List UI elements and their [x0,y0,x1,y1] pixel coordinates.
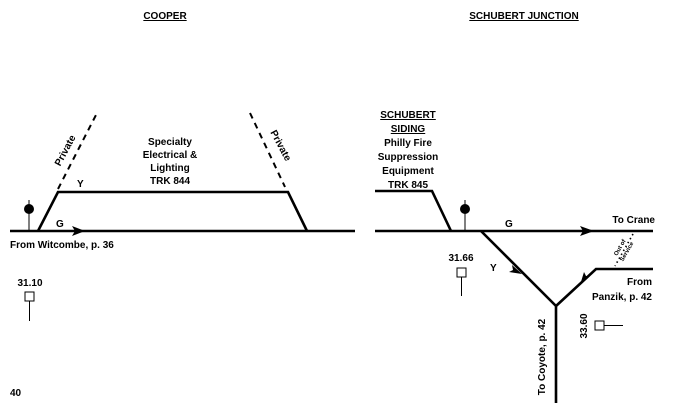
svg-text:Philly Fire: Philly Fire [384,138,432,149]
svg-text:From: From [627,277,652,288]
private-spur-left [57,112,98,190]
to-crane-label: To Crane [612,215,655,226]
direction-arrow-icon [72,226,85,236]
from-witcombe-label: From Witcombe, p. 36 [10,240,114,251]
to-coyote-label: To Coyote, p. 42 [537,318,548,395]
page-number: 40 [10,388,22,399]
signal-icon [24,204,34,214]
schubert-diagram: SCHUBERT SIDING Philly Fire Suppression … [375,110,655,403]
panzik-arrow-icon [580,272,590,285]
milepost-icon [594,320,605,331]
schubert-siding-track [375,189,453,232]
direction-arrow-icon [580,226,594,236]
siding-title: SCHUBERT SIDING [380,110,436,135]
svg-text:Suppression: Suppression [378,152,439,163]
schubert-title: SCHUBERT JUNCTION [469,11,578,22]
panzik-track [555,267,653,307]
out-of-service-track [614,233,634,267]
svg-text:SIDING: SIDING [391,124,426,135]
wye-arrow-icon [509,265,522,274]
siding-track [36,190,309,232]
industry-label: Specialty Electrical & Lighting TRK 844 [143,137,197,187]
main-track-label: G [505,219,513,230]
milepost-label: 31.10 [17,278,42,289]
wye-track-label: Y [490,263,497,274]
private-spur-right [249,112,286,188]
siding-track-label: Y [77,179,84,190]
milepost-icon [24,291,35,302]
svg-text:Electrical &: Electrical & [143,150,197,161]
industry-label: Philly Fire Suppression Equipment TRK 84… [378,138,439,191]
signal-icon [460,204,470,214]
private-label-left: Private [53,133,79,168]
svg-text:Panzik, p. 42: Panzik, p. 42 [592,292,652,303]
milepost-icon [456,267,467,278]
svg-text:TRK 845: TRK 845 [388,180,428,191]
svg-text:Lighting: Lighting [150,163,189,174]
private-label-right: Private [268,129,294,164]
milepost-label-1: 31.66 [448,253,473,264]
main-track-label: G [56,219,64,230]
svg-text:SCHUBERT: SCHUBERT [380,110,436,121]
svg-text:Specialty: Specialty [148,137,192,148]
milepost-label-2: 33.60 [579,313,590,338]
from-panzik-label: From Panzik, p. 42 [592,277,652,303]
cooper-title: COOPER [143,11,187,22]
svg-text:Equipment: Equipment [382,166,434,177]
cooper-diagram: G Y Specialty Electrical & Lighting TRK … [10,112,355,321]
svg-text:TRK 844: TRK 844 [150,176,190,187]
